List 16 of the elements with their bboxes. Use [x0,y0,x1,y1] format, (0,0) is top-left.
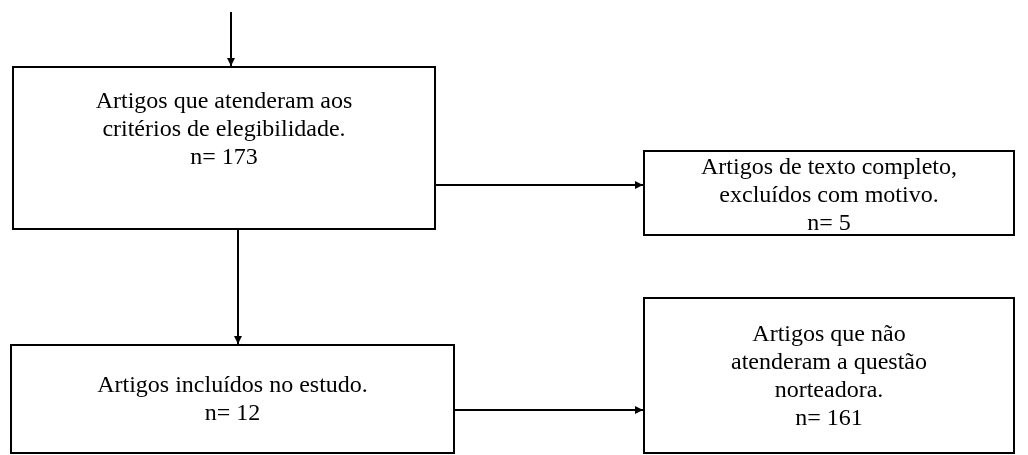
process-box [12,66,436,230]
box-text: Artigos incluídos no estudo. [97,370,368,398]
box-text: n= 5 [807,208,851,236]
box-text: n= 173 [190,142,258,170]
box-text: Artigos que atenderam aos critérios de elegibilidade. [94,86,354,142]
arrow [227,11,235,67]
arrow [435,181,644,189]
arrow [454,406,644,414]
arrow [234,229,242,345]
box-text: n= 12 [204,398,261,426]
process-box [10,344,455,454]
box-text: Artigos de texto completo, excluídos com motivo. [700,152,958,208]
process-box [643,297,1015,454]
box-text: n= 161 [795,403,863,431]
process-box [643,150,1015,236]
box-text: Artigos que não atenderam a questão norteadora. [730,319,928,403]
